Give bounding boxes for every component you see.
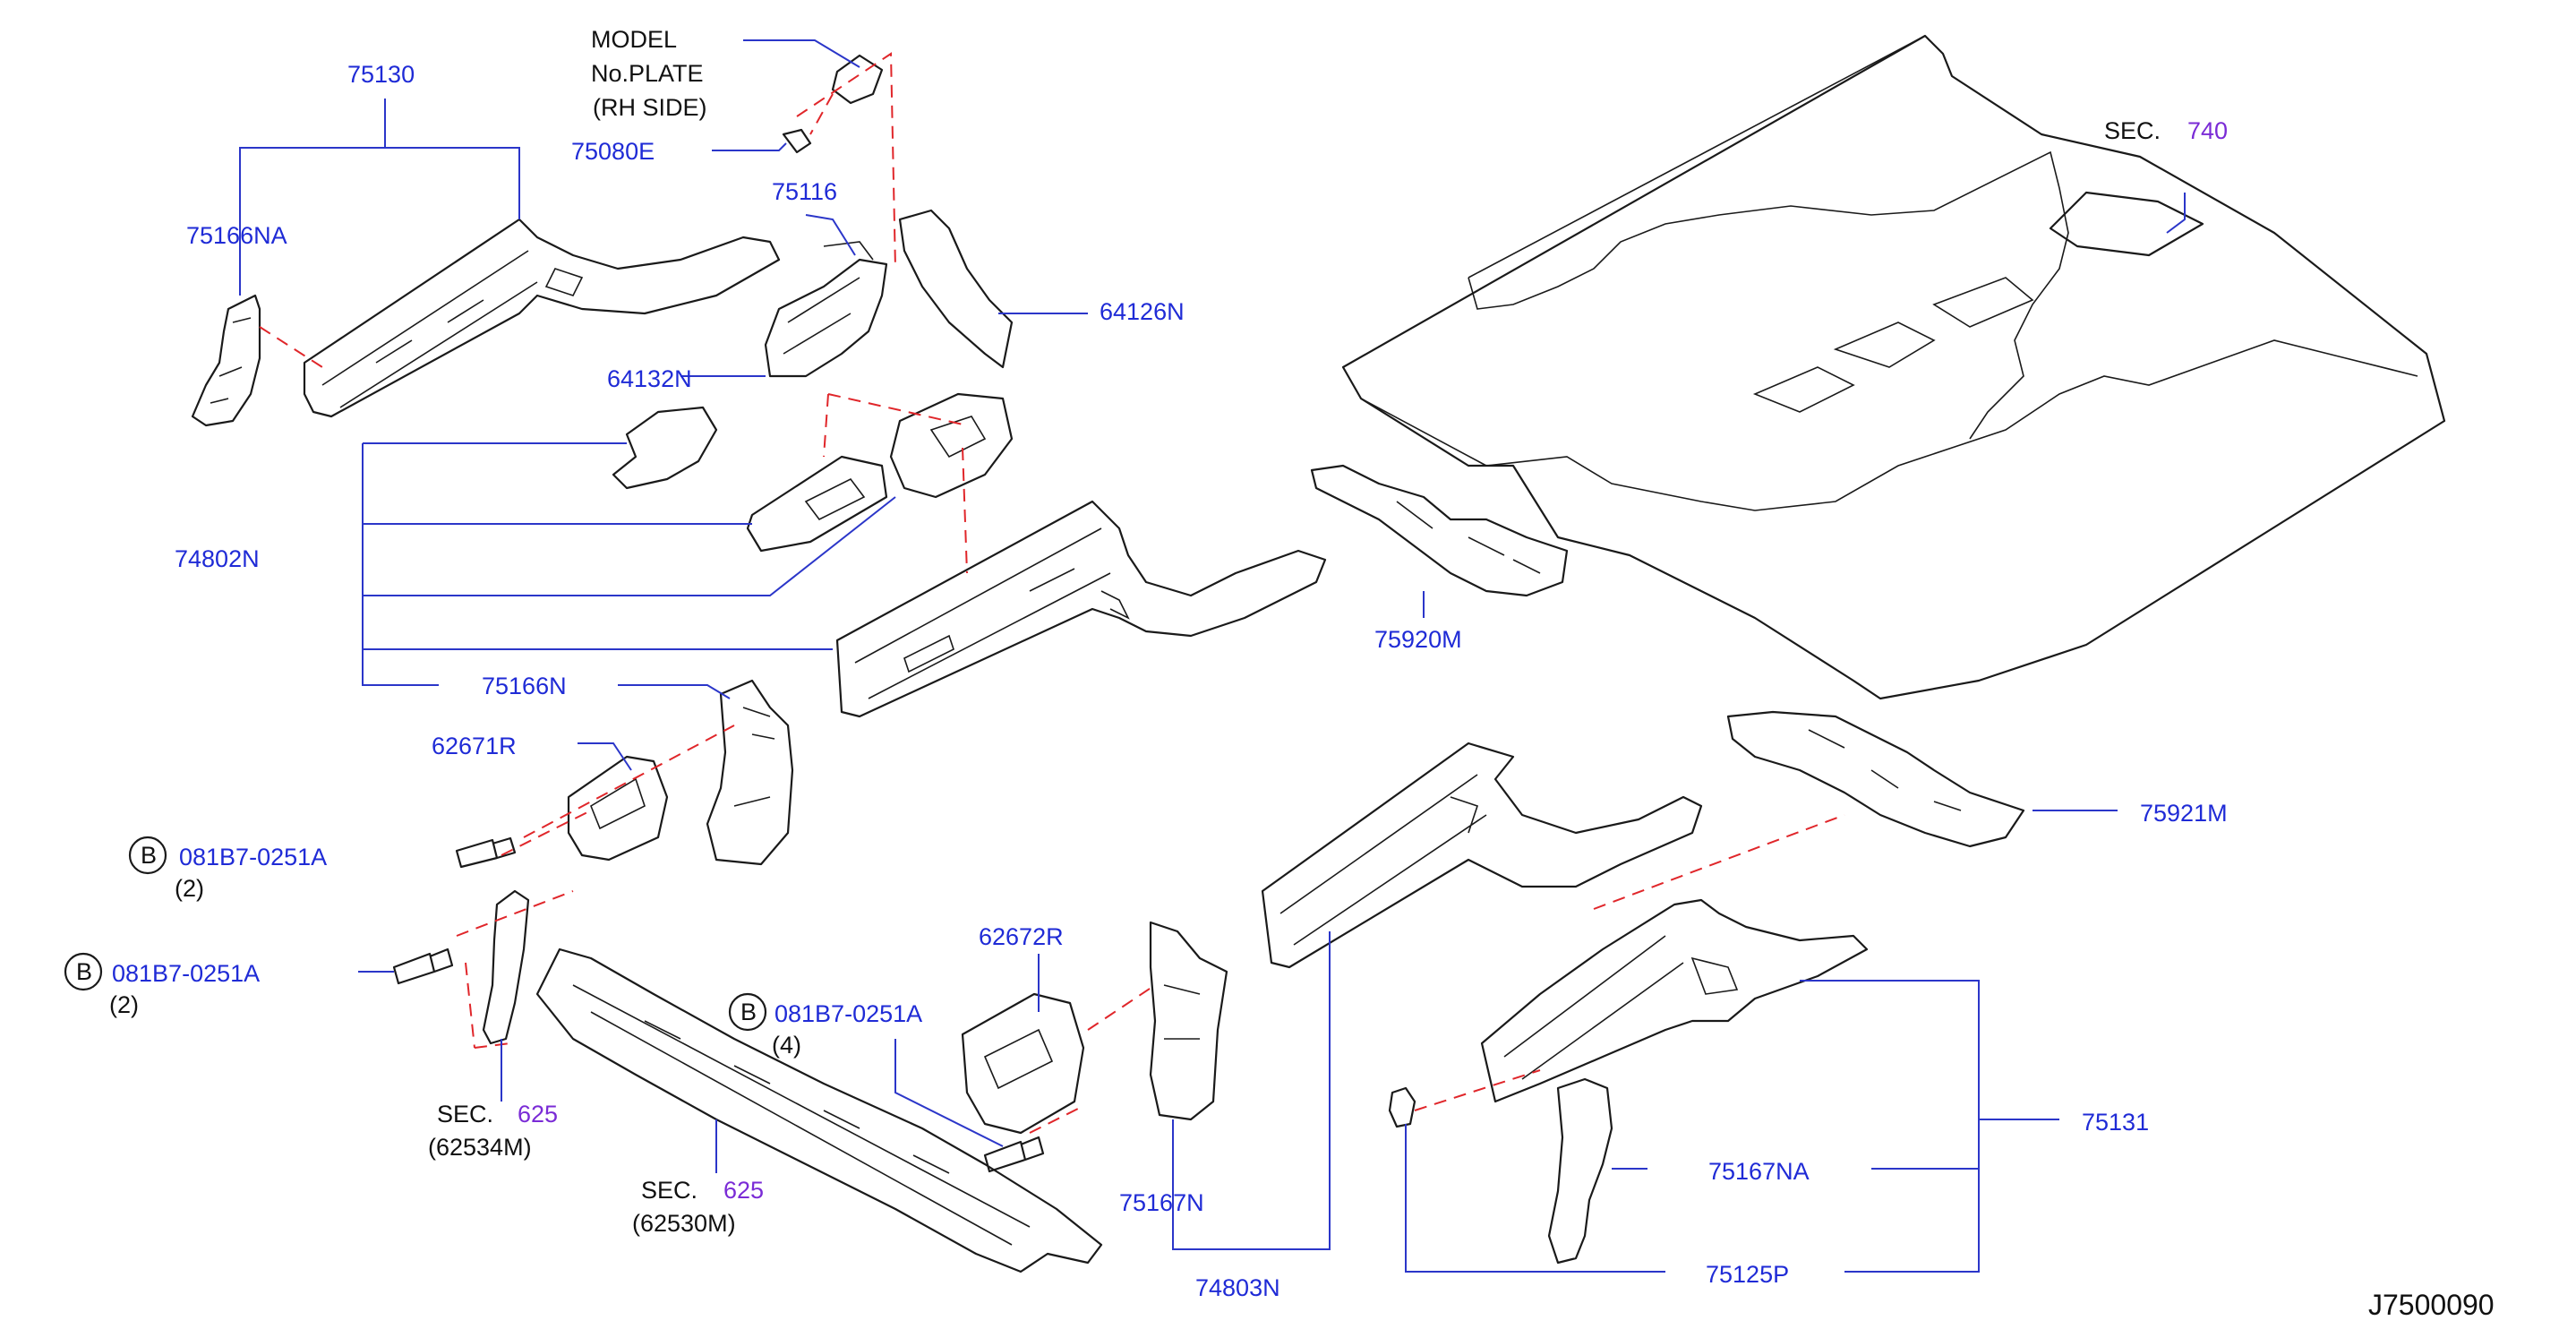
- no-plate-label: No.PLATE: [591, 60, 704, 87]
- part-62671R: [567, 755, 669, 862]
- b-circle-1: [128, 836, 167, 875]
- sec-label-62530M: SEC.: [641, 1177, 697, 1204]
- part-74802N-member: [835, 500, 1327, 718]
- part-75166NA: [191, 294, 261, 427]
- bolt-3-qty: (4): [772, 1032, 801, 1059]
- part-75125P: [1388, 1086, 1416, 1128]
- label-75131: 75131: [2082, 1109, 2149, 1136]
- label-75166N: 75166N: [482, 673, 567, 699]
- floor-panel: [1341, 34, 2446, 700]
- b-markers: [64, 836, 767, 1032]
- label-64126N: 64126N: [1100, 298, 1185, 325]
- sec-label-740: SEC.: [2104, 117, 2161, 144]
- label-74803N: 74803N: [1195, 1274, 1280, 1301]
- bolt-icons: [392, 836, 1045, 1173]
- leader-lines: [239, 39, 2186, 1273]
- part-75167N: [1149, 921, 1228, 1121]
- part-74803N: [1261, 742, 1703, 969]
- sec-740: 740: [2187, 117, 2228, 144]
- sec-625-b: 625: [723, 1177, 764, 1204]
- part-62672R: [961, 992, 1085, 1135]
- label-75116: 75116: [772, 178, 837, 205]
- bolt-2-qty: (2): [109, 991, 139, 1018]
- part-75166N: [706, 679, 794, 866]
- label-75167N: 75167N: [1119, 1189, 1204, 1216]
- label-bolt-2: 081B7-0251A: [112, 960, 260, 987]
- diagram-id: J7500090: [2368, 1289, 2495, 1321]
- label-75166NA: 75166NA: [186, 222, 287, 249]
- label-62530M: (62530M): [632, 1210, 736, 1237]
- b-mark-2: B: [76, 958, 92, 985]
- label-62534M: (62534M): [428, 1134, 532, 1161]
- label-62671R: 62671R: [432, 733, 517, 759]
- b-mark-3: B: [740, 999, 757, 1025]
- b-circle-2: [64, 952, 103, 991]
- part-75130: [303, 218, 781, 418]
- label-bolt-1: 081B7-0251A: [179, 844, 327, 870]
- part-75131: [1480, 898, 1869, 1103]
- label-75921M: 75921M: [2140, 800, 2228, 827]
- b-circle-3: [728, 992, 767, 1032]
- part-74802N-brackets: [612, 392, 1014, 553]
- label-75167NA: 75167NA: [1708, 1158, 1810, 1185]
- label-75130: 75130: [347, 61, 415, 88]
- part-62530M: [535, 947, 1103, 1273]
- sec-625-a: 625: [518, 1101, 558, 1128]
- part-75920M: [1310, 464, 1569, 597]
- part-75116: [764, 241, 888, 378]
- sec-label-62534M: SEC.: [437, 1101, 493, 1128]
- bolt-1-qty: (2): [175, 875, 204, 902]
- phantom-lines: [259, 52, 1845, 1134]
- b-mark-1: B: [141, 842, 157, 869]
- part-75167NA: [1547, 1077, 1613, 1265]
- part-62534M: [482, 889, 530, 1045]
- label-74802N: 74802N: [175, 545, 260, 572]
- label-bolt-3: 081B7-0251A: [775, 1000, 922, 1027]
- part-75921M: [1726, 710, 2025, 848]
- label-75920M: 75920M: [1374, 626, 1462, 653]
- part-64126N: [898, 209, 1014, 369]
- label-75080E: 75080E: [571, 138, 655, 165]
- label-64132N: 64132N: [607, 365, 692, 392]
- label-75125P: 75125P: [1706, 1261, 1789, 1288]
- rh-side-label: (RH SIDE): [593, 94, 707, 121]
- part-model-plate: [782, 54, 884, 154]
- label-62672R: 62672R: [979, 923, 1064, 950]
- model-label: MODEL: [591, 26, 677, 53]
